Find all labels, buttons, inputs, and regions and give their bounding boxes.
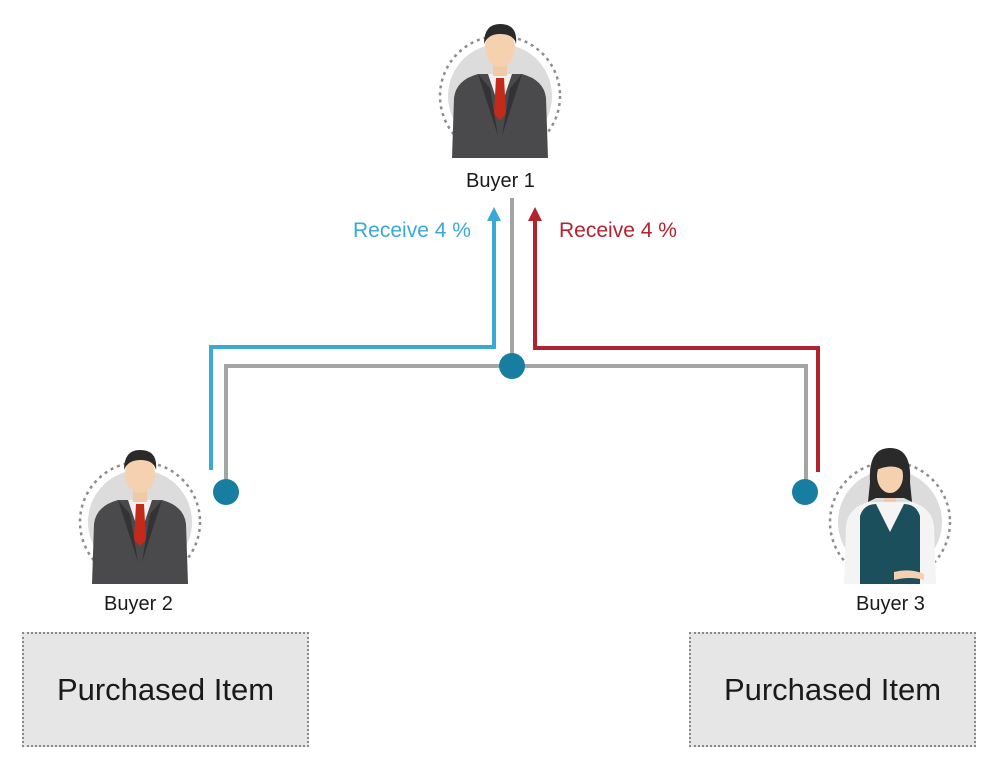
purchased-item-label: Purchased Item: [56, 671, 275, 707]
red-arrow-head: [528, 207, 542, 221]
right-edge-label: Receive 4 %: [559, 219, 677, 242]
buyer-3-label: Buyer 3: [856, 593, 925, 615]
purchased-item-box-right: Purchased Item: [689, 632, 976, 747]
connector-left-branch: [224, 364, 512, 492]
connector-tree: [224, 198, 808, 492]
right-node: [792, 479, 818, 505]
connector-right-branch: [512, 364, 808, 492]
buyer-2-label: Buyer 2: [104, 593, 173, 615]
businessman-avatar-icon: [438, 24, 562, 158]
businesswoman-avatar-icon: [828, 448, 952, 584]
businessman-avatar-icon: [78, 450, 202, 584]
red-flow-line: [528, 207, 820, 472]
purchased-item-label: Purchased Item: [723, 671, 942, 707]
buyer-1-label: Buyer 1: [466, 170, 535, 192]
blue-flow-line: [209, 207, 501, 470]
purchased-item-box-left: Purchased Item: [22, 632, 309, 747]
blue-arrow-head: [487, 207, 501, 221]
left-node: [213, 479, 239, 505]
left-edge-label: Receive 4 %: [353, 219, 471, 242]
junction-node: [499, 353, 525, 379]
